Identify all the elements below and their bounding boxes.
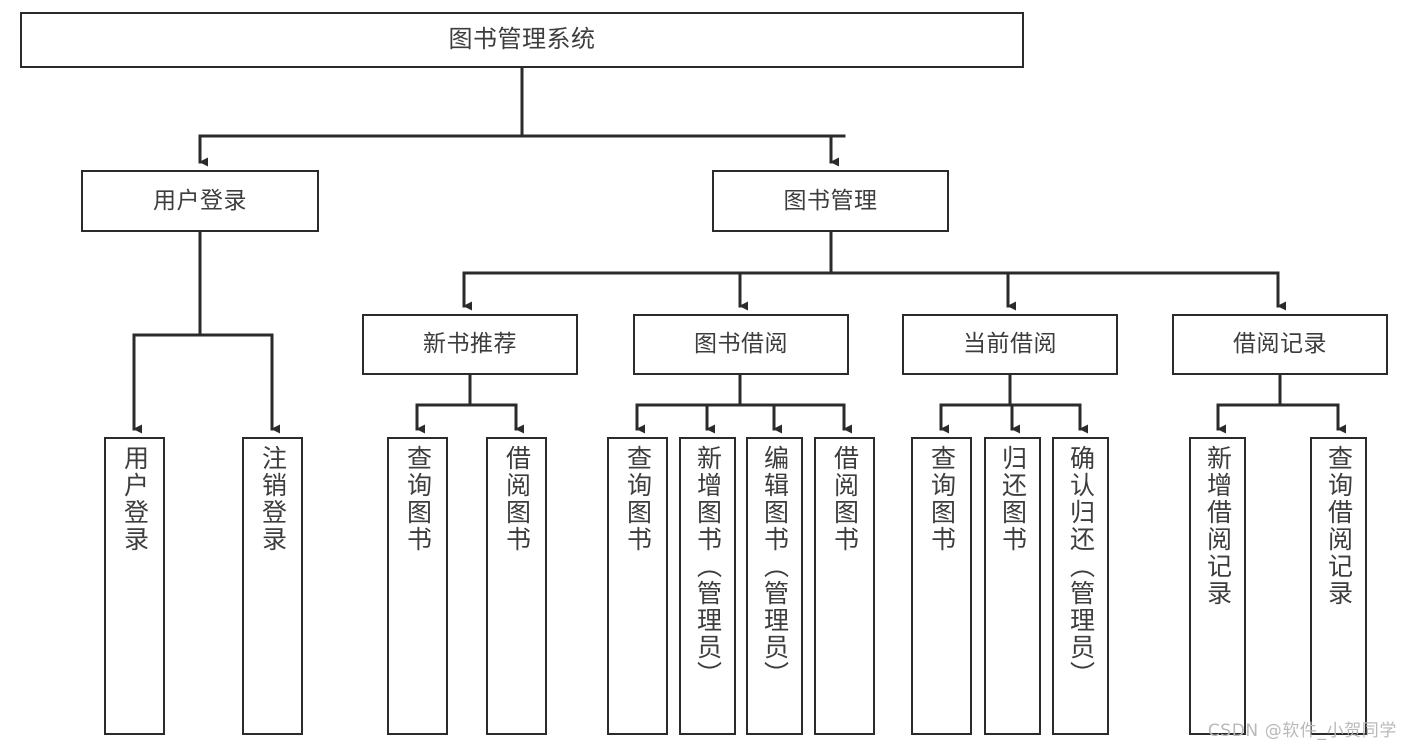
node-leaf-user-logout-label: 注销登录	[258, 445, 288, 553]
node-new-book-recommend-label: 新书推荐	[423, 331, 517, 358]
node-leaf-query-book-cur-label: 查询图书	[927, 445, 957, 553]
node-book-borrow-label: 图书借阅	[694, 331, 788, 358]
node-leaf-query-record-label: 查询借阅记录	[1324, 445, 1354, 607]
node-leaf-edit-book-label: 编辑图书（管理员）	[760, 445, 790, 688]
node-leaf-query-book-borrow-label: 查询图书	[623, 445, 653, 553]
node-leaf-edit-book[interactable]: 编辑图书（管理员）	[746, 437, 803, 735]
node-leaf-query-book-cur[interactable]: 查询图书	[911, 437, 972, 735]
node-leaf-query-book-borrow[interactable]: 查询图书	[607, 437, 668, 735]
node-current-borrow-label: 当前借阅	[963, 331, 1057, 358]
node-leaf-return-book-label: 归还图书	[998, 445, 1028, 553]
node-book-manage[interactable]: 图书管理	[712, 170, 949, 232]
node-leaf-confirm-return-label: 确认归还（管理员）	[1066, 445, 1096, 688]
node-leaf-add-book-label: 新增图书（管理员）	[693, 445, 723, 688]
node-root[interactable]: 图书管理系统	[20, 12, 1024, 68]
node-leaf-borrow-book[interactable]: 借阅图书	[814, 437, 875, 735]
node-book-borrow[interactable]: 图书借阅	[633, 314, 849, 375]
node-leaf-borrow-book-rec-label: 借阅图书	[502, 445, 532, 553]
node-current-borrow[interactable]: 当前借阅	[902, 314, 1118, 375]
node-leaf-add-book[interactable]: 新增图书（管理员）	[679, 437, 736, 735]
node-leaf-borrow-book-rec[interactable]: 借阅图书	[486, 437, 547, 735]
node-book-manage-label: 图书管理	[783, 187, 878, 214]
node-leaf-query-book-rec-label: 查询图书	[403, 445, 433, 553]
node-leaf-return-book[interactable]: 归还图书	[984, 437, 1041, 735]
node-leaf-user-logout[interactable]: 注销登录	[242, 437, 303, 735]
node-leaf-confirm-return[interactable]: 确认归还（管理员）	[1052, 437, 1109, 735]
node-root-label: 图书管理系统	[448, 25, 596, 54]
node-leaf-add-record-label: 新增借阅记录	[1203, 445, 1233, 607]
node-leaf-add-record[interactable]: 新增借阅记录	[1189, 437, 1246, 735]
node-leaf-user-login-label: 用户登录	[120, 445, 150, 553]
node-leaf-user-login[interactable]: 用户登录	[104, 437, 165, 735]
node-leaf-borrow-book-label: 借阅图书	[830, 445, 860, 553]
node-leaf-query-book-rec[interactable]: 查询图书	[387, 437, 448, 735]
node-leaf-query-record[interactable]: 查询借阅记录	[1310, 437, 1367, 735]
node-user-login[interactable]: 用户登录	[81, 170, 319, 232]
node-user-login-label: 用户登录	[153, 187, 247, 214]
node-borrow-record-label: 借阅记录	[1233, 331, 1327, 358]
node-new-book-recommend[interactable]: 新书推荐	[362, 314, 578, 375]
node-borrow-record[interactable]: 借阅记录	[1172, 314, 1388, 375]
